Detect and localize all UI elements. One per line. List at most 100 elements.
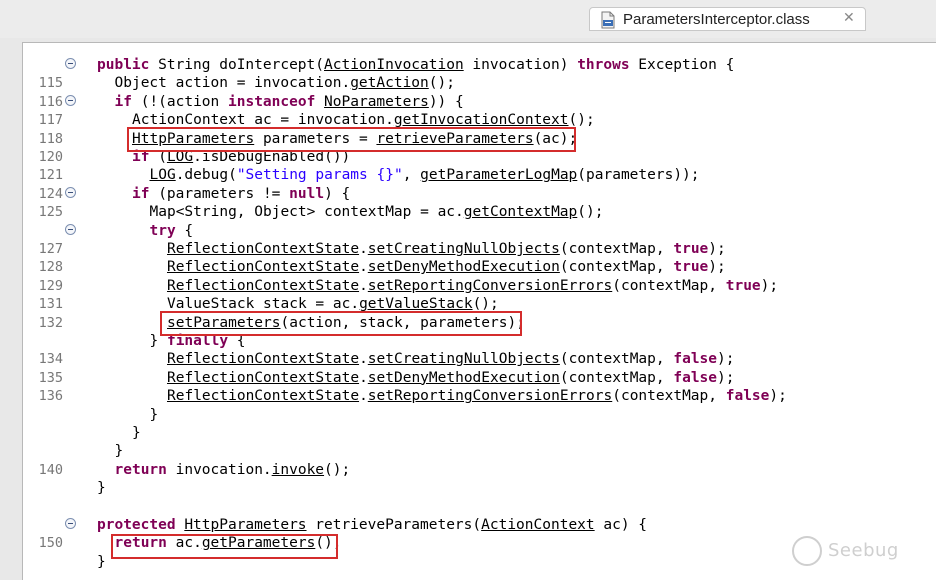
reference-token[interactable]: getInvocationContext [393,112,569,129]
code-token: . [359,277,368,294]
code-text: return ac.getParameters(); [115,534,342,552]
code-token: )) { [428,93,464,110]
code-token [315,94,324,110]
code-text: if (LOG.isDebugEnabled()) [132,148,350,166]
reference-token[interactable]: setReportingConversionErrors [367,388,613,405]
code-line: public String doIntercept(ActionInvocati… [23,56,936,74]
code-line: } [23,424,936,442]
keyword-token: true [673,241,709,257]
code-token: parameters = [254,130,377,147]
code-token: retrieveParameters( [306,517,482,533]
code-text: protected HttpParameters retrieveParamet… [97,516,647,534]
code-text: } [132,424,141,442]
reference-token[interactable]: getAction [350,75,429,92]
code-token: ActionContext ac = invocation. [132,112,394,129]
watermark-text: Seebug [828,540,899,561]
collapse-fold-icon[interactable] [65,518,76,529]
reference-token[interactable]: ReflectionContextState [167,351,360,368]
code-text: } [97,479,106,497]
code-editor[interactable]: public String doIntercept(ActionInvocati… [22,42,936,580]
line-number: 120 [38,149,63,165]
reference-token[interactable]: HttpParameters [132,130,255,147]
reference-token[interactable]: retrieveParameters [376,130,534,147]
code-token: (contextMap, [612,388,726,405]
reference-token[interactable]: setDenyMethodExecution [367,259,560,276]
code-text: ValueStack stack = ac.getValueStack(); [167,295,499,313]
code-token: (); [577,204,604,221]
keyword-token: return [114,535,167,552]
reference-token[interactable]: setCreatingNullObjects [367,241,560,257]
code-token: . [359,369,368,386]
code-token: { [175,222,194,239]
line-number: 124 [38,185,63,202]
code-token: Map<String, Object> contextMap = ac. [149,204,464,221]
reference-token[interactable]: getParameters [201,535,316,552]
reference-token[interactable]: setReportingConversionErrors [367,277,613,294]
keyword-token: if [114,93,132,110]
code-token: } [97,553,106,570]
highlight-box-set-parameters [160,311,522,336]
keyword-token: null [289,185,325,202]
code-line: 118 HttpParameters parameters = retrieveP… [23,130,936,148]
reference-token[interactable]: setDenyMethodExecution [367,369,560,386]
line-number: 131 [38,296,63,313]
watermark-logo: Seebug [792,536,902,570]
code-token: ); [717,351,735,368]
keyword-token: public [97,57,150,73]
reference-token[interactable]: ReflectionContextState [167,277,360,294]
close-icon[interactable]: ✕ [843,10,855,26]
code-text: try { [150,222,194,240]
reference-token[interactable]: getContextMap [463,204,578,221]
reference-token[interactable]: ReflectionContextState [167,259,360,276]
code-token: (!(action [131,93,228,110]
keyword-token: throws [577,57,630,73]
code-text: ReflectionContextState.setReportingConve… [167,387,787,405]
reference-token[interactable]: LOG [149,167,176,184]
code-token: .debug( [175,167,237,184]
collapse-fold-icon[interactable] [65,58,76,69]
collapse-fold-icon[interactable] [65,94,76,106]
line-number: 127 [38,241,63,257]
code-text: if (!(action instanceof NoParameters)) { [115,93,464,111]
reference-token[interactable]: NoParameters [324,93,429,110]
code-token: ac) { [594,517,648,533]
reference-token[interactable]: ReflectionContextState [167,388,360,405]
editor-tab[interactable]: ParametersInterceptor.class ✕ [589,7,866,31]
keyword-token: true [673,259,709,276]
code-text: LOG.debug("Setting params {}", getParame… [150,166,700,184]
reference-token[interactable]: ActionInvocation [324,57,464,73]
code-line [23,498,936,516]
collapse-fold-icon[interactable] [65,186,76,198]
code-token: invocation. [166,461,272,478]
code-text: return invocation.invoke(); [115,461,351,479]
line-number: 128 [38,259,63,276]
reference-token[interactable]: LOG [166,149,194,165]
code-token: Object action = invocation. [114,75,351,92]
line-number: 132 [38,314,63,331]
code-token: (); [472,296,499,313]
reference-token[interactable]: setParameters [167,314,281,331]
reference-token[interactable]: getValueStack [359,296,473,313]
code-token: } [149,333,167,349]
reference-token[interactable]: setCreatingNullObjects [367,351,560,368]
code-text: } [97,553,106,571]
code-text: Object action = invocation.getAction(); [115,74,455,92]
keyword-token: return [114,461,167,478]
reference-token[interactable]: ReflectionContextState [167,241,360,257]
code-token: } [149,406,159,423]
line-number: 118 [38,130,63,147]
reference-token[interactable]: ReflectionContextState [167,369,360,386]
code-line: protected HttpParameters retrieveParamet… [23,516,936,534]
line-number: 134 [38,351,63,368]
seebug-logo-icon [792,536,822,566]
editor-tab-bar: ParametersInterceptor.class ✕ [0,0,936,38]
reference-token[interactable]: getParameterLogMap [420,167,578,184]
code-token: (parameters)); [577,167,700,184]
reference-token[interactable]: invoke [271,461,325,478]
reference-token[interactable]: ActionContext [481,517,595,533]
collapse-fold-icon[interactable] [65,223,76,235]
reference-token[interactable]: HttpParameters [184,517,307,533]
